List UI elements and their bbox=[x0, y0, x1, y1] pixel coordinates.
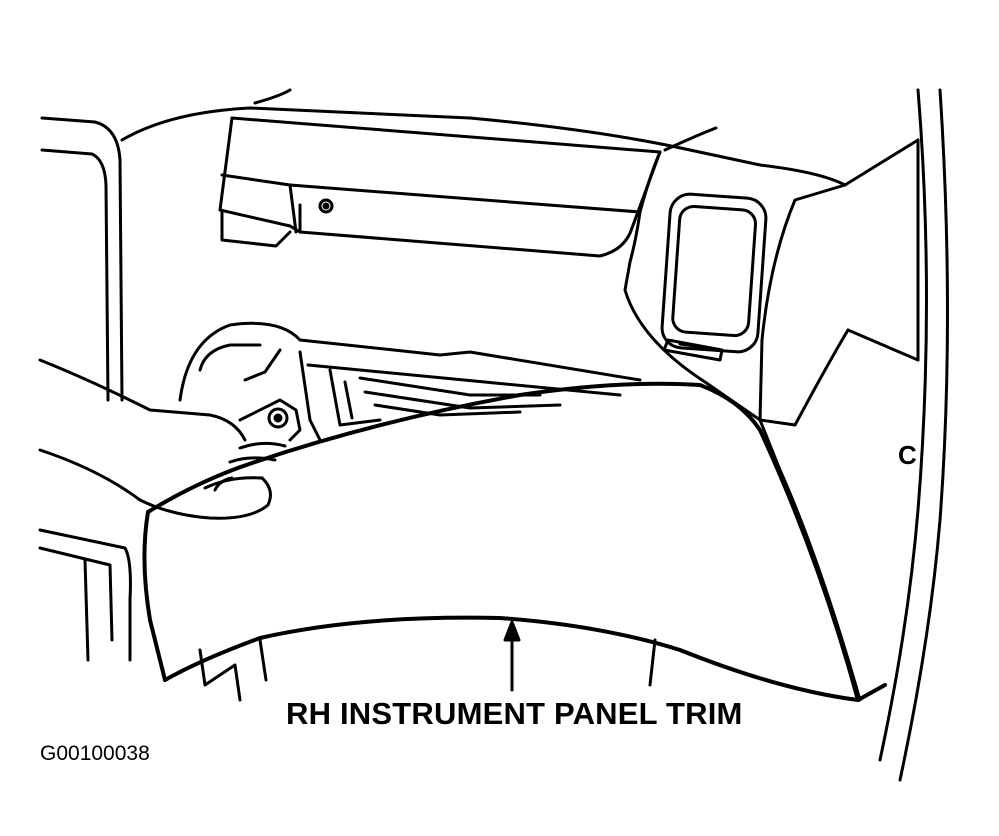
hand bbox=[40, 360, 285, 518]
lock-cylinder bbox=[320, 200, 332, 212]
door-frame bbox=[40, 118, 130, 660]
glove-box-door bbox=[220, 118, 660, 256]
glove-box-opening bbox=[180, 323, 640, 440]
dash-upper bbox=[122, 90, 918, 185]
figure-id: G00100038 bbox=[40, 742, 150, 765]
instrument-panel-trim bbox=[144, 384, 885, 700]
a-pillar bbox=[880, 90, 948, 780]
air-vent bbox=[661, 193, 768, 360]
view-letter: C bbox=[898, 440, 917, 470]
lower-dash bbox=[200, 640, 655, 700]
label-leader-arrow bbox=[505, 622, 519, 690]
part-label: RH INSTRUMENT PANEL TRIM bbox=[286, 696, 743, 731]
